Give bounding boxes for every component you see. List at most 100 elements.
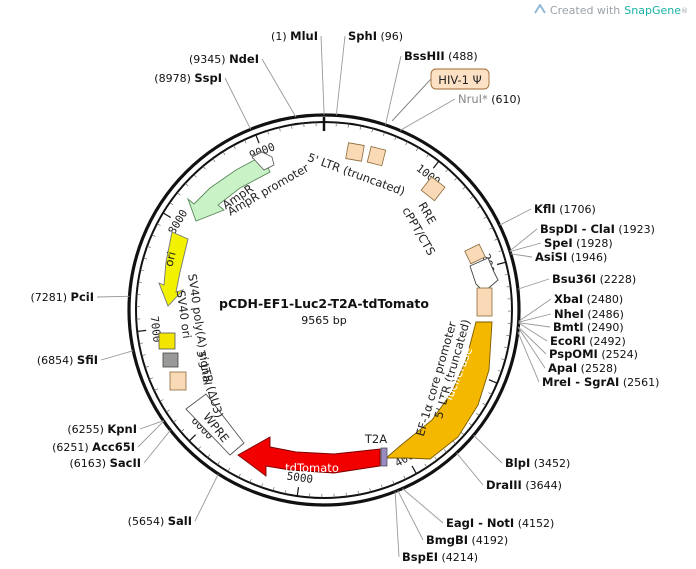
site-label[interactable]: BmgBI (4192)	[426, 533, 508, 547]
site-name: BmtI	[553, 320, 584, 334]
site-position: (2492)	[589, 335, 626, 348]
sv40-polya-box[interactable]	[158, 332, 176, 350]
site-name: NdeI	[229, 52, 259, 66]
site-label[interactable]: (8978) SspI	[154, 71, 222, 85]
site-position: (1923)	[618, 223, 655, 236]
wpre-box[interactable]	[185, 393, 245, 456]
site-label[interactable]: (1) MluI	[271, 29, 318, 43]
minor-tick	[347, 123, 349, 128]
site-label[interactable]: AsiSI (1946)	[535, 250, 607, 264]
site-name: Acc65I	[92, 440, 135, 454]
site-name: PspOMI	[549, 347, 598, 361]
site-label[interactable]: (6255) KpnI	[67, 422, 137, 436]
minor-tick	[371, 128, 374, 133]
minor-tick	[141, 354, 146, 356]
site-label[interactable]: (7281) PciI	[30, 290, 94, 304]
site-name: NheI	[554, 307, 584, 321]
site-name: Bsu36I	[552, 272, 596, 286]
minor-tick	[138, 281, 143, 284]
site-label[interactable]: DraIII (3644)	[486, 478, 562, 492]
plasmid-length: 9565 bp	[301, 314, 346, 327]
snapgene-logo-icon	[534, 3, 546, 17]
rre-box[interactable]	[420, 176, 446, 202]
site-label[interactable]: (6854) SfiI	[37, 353, 98, 367]
site-position: (488)	[448, 50, 478, 63]
site-leader-line	[335, 35, 346, 116]
tdtomato-arrow[interactable]	[237, 436, 381, 477]
site-leader-line	[224, 77, 252, 130]
site-label[interactable]: PspOMI (2524)	[549, 347, 638, 361]
minor-tick	[482, 402, 487, 406]
t2a-box[interactable]	[380, 447, 388, 467]
site-leader-line	[518, 322, 548, 342]
site-name: KpnI	[107, 422, 137, 436]
major-tick	[496, 261, 506, 266]
minor-tick	[498, 250, 503, 252]
site-name: BspEI	[402, 550, 438, 564]
minor-tick	[488, 392, 493, 395]
site-label[interactable]: XbaI (2480)	[554, 292, 623, 306]
minor-tick	[405, 141, 408, 146]
ltr5-box-2[interactable]	[366, 146, 387, 167]
ef1a-promoter-arrow[interactable]	[469, 257, 499, 293]
site-label[interactable]: EcoRI (2492)	[550, 334, 626, 348]
site-leader-line	[402, 488, 444, 524]
hiv-leader	[391, 78, 432, 122]
minor-tick	[291, 124, 293, 129]
minor-tick	[261, 483, 263, 488]
site-label[interactable]: NheI (2486)	[554, 307, 624, 321]
sv40-ori-box[interactable]	[162, 352, 179, 368]
minor-tick	[212, 158, 216, 162]
minor-tick	[443, 449, 447, 453]
site-label[interactable]: Bsu36I (2228)	[552, 272, 636, 286]
minor-tick	[454, 177, 458, 181]
site-leader-line	[137, 420, 165, 448]
site-label[interactable]: SphI (96)	[348, 29, 403, 43]
ori-arrow[interactable]	[158, 231, 189, 307]
site-name: SpeI	[544, 236, 573, 250]
site-label[interactable]: EagI - NotI (4152)	[446, 516, 554, 530]
luciferase-arrow[interactable]	[384, 321, 493, 460]
site-label[interactable]: KflI (1706)	[534, 202, 596, 216]
site-leader-line	[397, 490, 424, 541]
site-leader-line	[394, 491, 400, 558]
site-position: (1706)	[559, 203, 596, 216]
snapgene-credit: Created with SnapGene®	[534, 3, 688, 17]
site-label[interactable]: NruI* (610)	[458, 92, 521, 106]
site-label[interactable]: SpeI (1928)	[544, 236, 613, 250]
site-label[interactable]: (6163) SacII	[70, 456, 142, 470]
cppt-box[interactable]	[464, 243, 486, 265]
site-label[interactable]: BlpI (3452)	[505, 456, 570, 470]
site-leader-line	[194, 473, 219, 522]
site-label[interactable]: MreI - SgrAI (2561)	[542, 375, 659, 389]
site-name: BlpI	[505, 456, 530, 470]
site-label[interactable]: BspEI (4214)	[402, 550, 478, 564]
site-name: ApaI	[548, 361, 577, 375]
site-label[interactable]: BspDI - ClaI (1923)	[540, 222, 655, 236]
ampr-arrow[interactable]	[187, 155, 271, 222]
site-name: BspDI - ClaI	[540, 222, 615, 236]
minor-tick	[138, 342, 144, 344]
site-label[interactable]: BmtI (2490)	[553, 320, 624, 334]
site-label[interactable]: ApaI (2528)	[548, 361, 617, 375]
site-label[interactable]: BssHII (488)	[404, 49, 478, 63]
ampr-promoter-arrow[interactable]	[251, 151, 275, 171]
minor-tick	[272, 487, 275, 492]
minor-tick	[222, 151, 226, 156]
ltr5b-box[interactable]	[476, 287, 493, 317]
site-leader-line	[518, 322, 551, 328]
minor-tick	[184, 183, 189, 187]
site-leader-line	[517, 278, 550, 290]
site-position: (1)	[271, 30, 287, 43]
ltr3-box[interactable]	[169, 371, 187, 391]
minor-tick	[497, 370, 502, 372]
site-label[interactable]: (6251) Acc65I	[52, 440, 135, 454]
major-tick	[162, 212, 172, 219]
site-leader-line	[517, 331, 540, 383]
ltr5-box-1[interactable]	[345, 142, 365, 162]
minor-tick	[144, 366, 149, 368]
site-label[interactable]: (9345) NdeI	[189, 52, 259, 66]
site-leader-line	[261, 58, 297, 118]
minor-tick	[476, 413, 480, 416]
site-label[interactable]: (5654) SalI	[128, 514, 192, 528]
